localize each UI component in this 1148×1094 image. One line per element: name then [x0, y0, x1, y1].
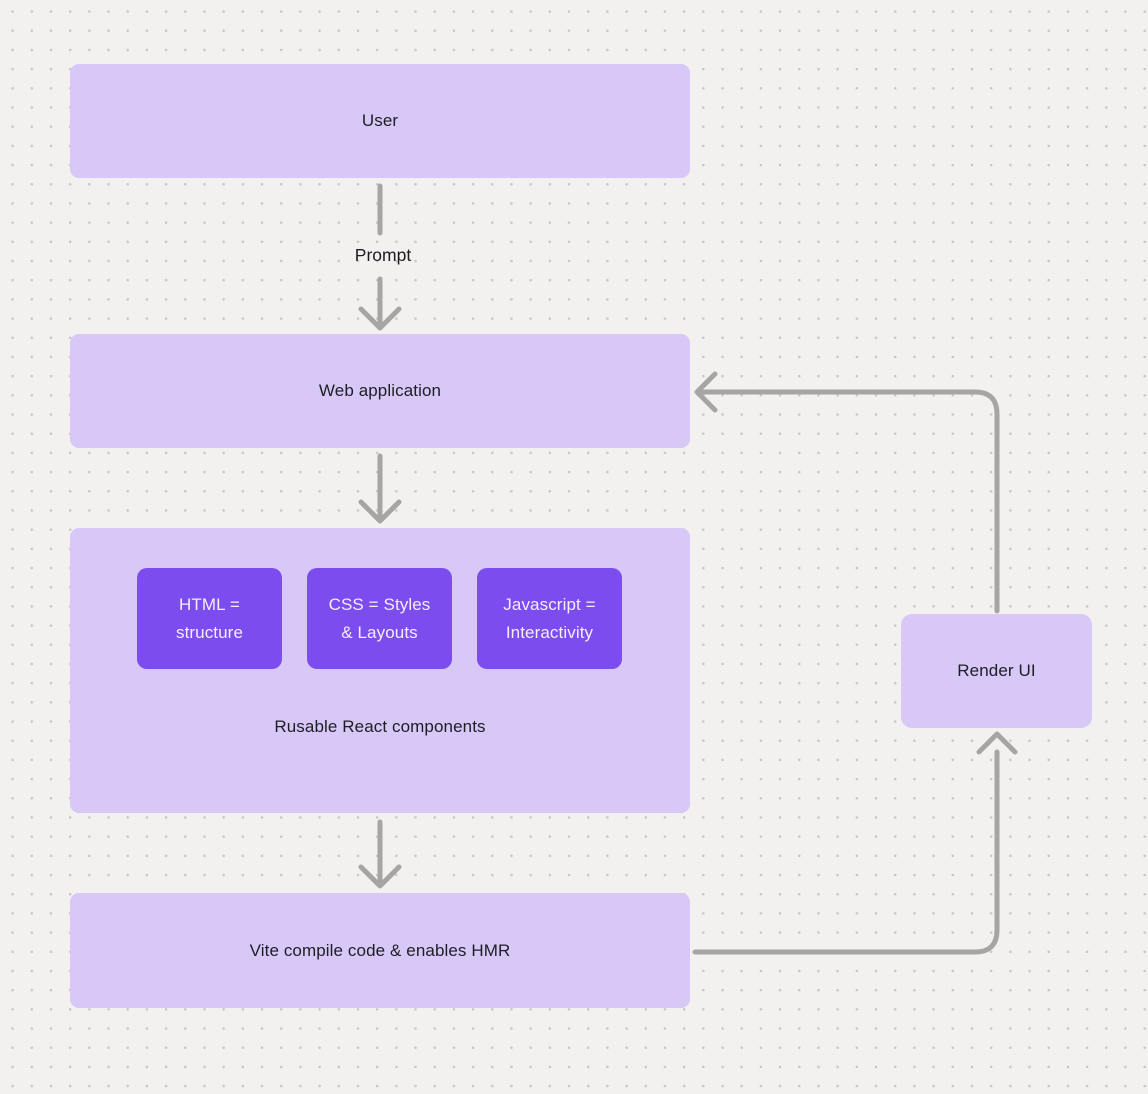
node-html-chip-line2: structure: [175, 622, 244, 642]
node-vite-label: Vite compile code & enables HMR: [249, 940, 511, 960]
node-render-ui: Render UI: [901, 614, 1092, 728]
edge-vite-to-renderui-line: [692, 749, 1000, 955]
edge-label-prompt: Prompt: [354, 245, 412, 265]
edge-renderui-to-webapp-arrowhead: [694, 371, 718, 413]
node-render-ui-label: Render UI: [957, 661, 1036, 680]
edge-webapp-to-group-arrowhead: [358, 499, 402, 524]
node-vite: Vite compile code & enables HMR: [70, 893, 690, 1008]
edge-renderui-to-webapp-line: [696, 389, 1000, 614]
node-javascript-chip-line2: Interactivity: [505, 622, 594, 642]
node-components-group: HTML = structure CSS = Styles & Layouts …: [70, 528, 690, 813]
node-web-application: Web application: [70, 334, 690, 448]
node-web-application-label: Web application: [318, 381, 442, 400]
node-components-group-caption: Rusable React components: [274, 717, 486, 736]
node-user: User: [70, 64, 690, 178]
edge-prompt-to-webapp-arrowhead: [358, 306, 402, 331]
node-javascript-chip-line1: Javascript =: [503, 594, 596, 614]
node-css-chip: CSS = Styles & Layouts: [307, 568, 452, 669]
node-html-chip: HTML = structure: [137, 568, 282, 669]
node-javascript-chip: Javascript = Interactivity: [477, 568, 622, 669]
node-html-chip-line1: HTML =: [179, 594, 240, 614]
node-css-chip-line1: CSS = Styles: [328, 594, 431, 614]
node-css-chip-line2: & Layouts: [341, 622, 418, 642]
edge-group-to-vite-arrowhead: [358, 864, 402, 889]
node-user-label: User: [361, 111, 399, 130]
edge-vite-to-renderui-arrowhead: [976, 731, 1018, 755]
